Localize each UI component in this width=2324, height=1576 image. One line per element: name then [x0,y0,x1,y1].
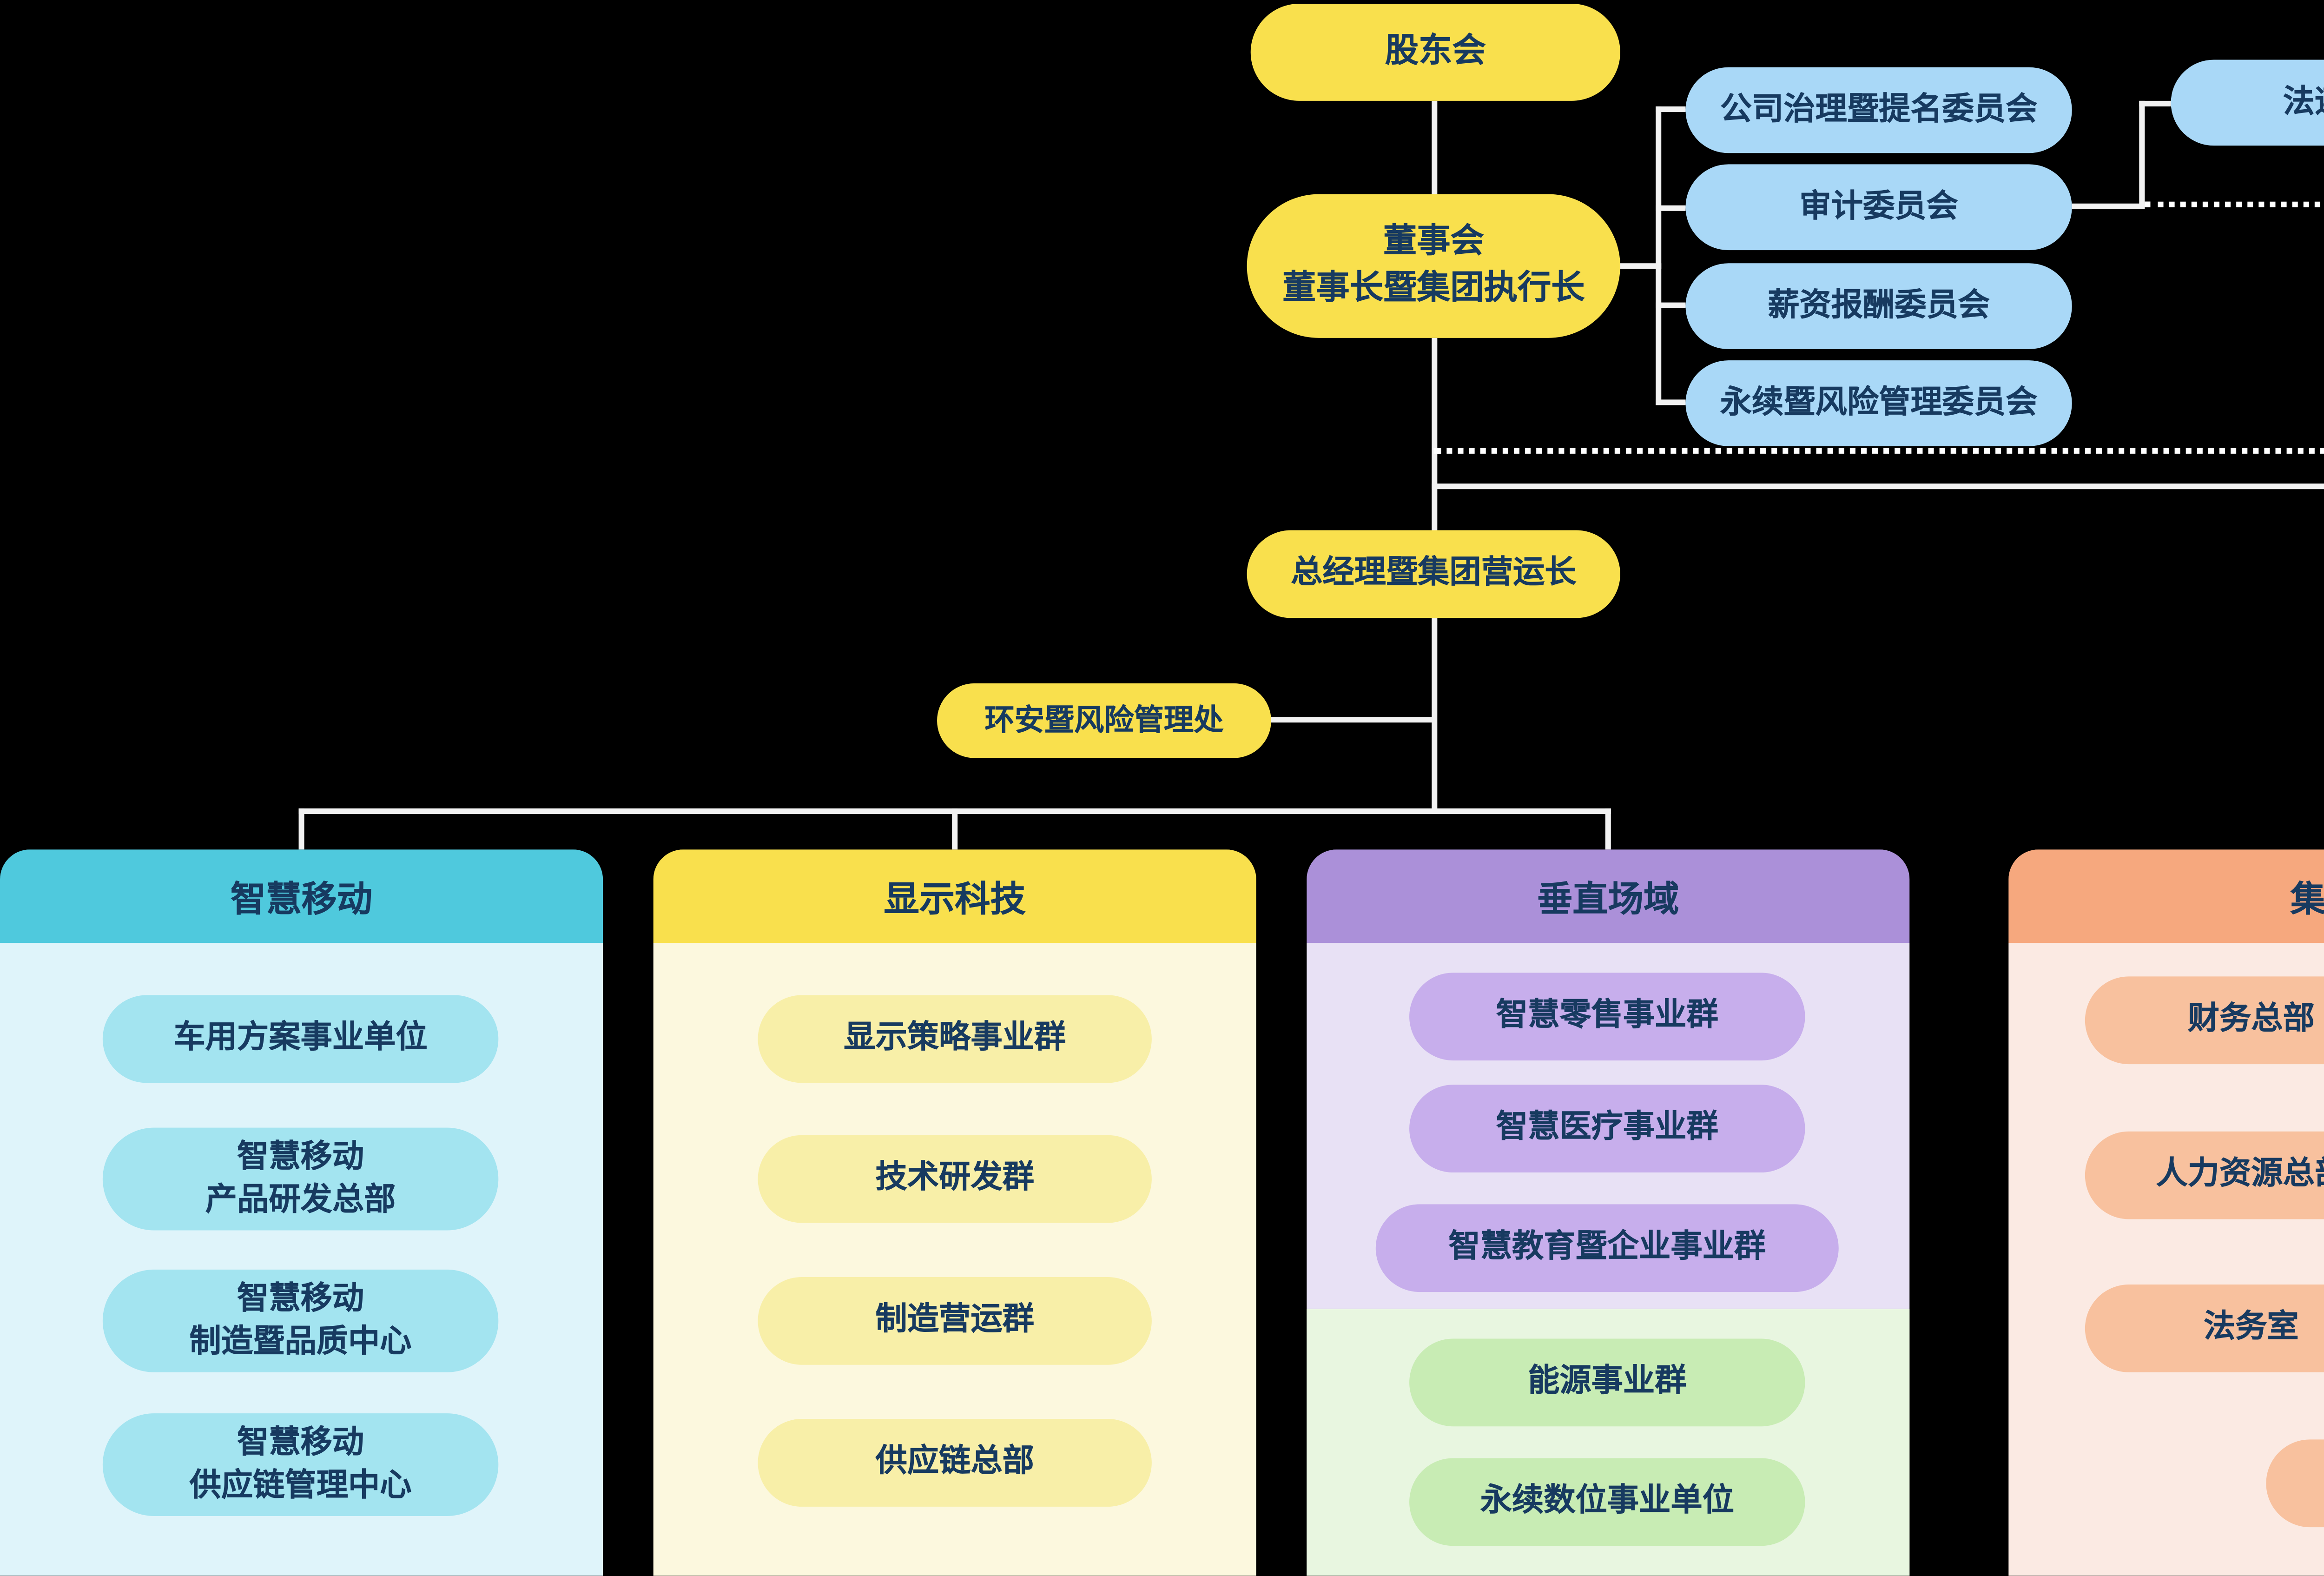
node-shareholders-meeting: 股东会 [1250,4,1620,101]
connector-committee-4-stub [1656,399,1686,405]
node-committee-governance-nomination: 公司治理暨提名委员会 [1685,67,2072,153]
node-supply-chain-hq: 供应链总部 [758,1419,1152,1507]
node-committee-compensation: 薪资报酬委员会 [1685,263,2072,349]
connector-shareholders-board [1432,100,1438,198]
connector-board-committees [1620,263,1662,269]
group-display-technology-title: 显示科技 [653,849,1256,943]
node-sm-manufacturing-quality-center: 智慧移动 制造暨品质中心 [102,1269,499,1372]
connector-committee-3-stub [1656,302,1686,308]
node-compliance-advisor: 法遵总顾问 [2171,60,2324,146]
dotted-advisor-board-horizontal [1433,448,2324,454]
connector-board-support-horizontal [1432,483,2324,490]
group-smart-mobility-title: 智慧移动 [0,849,603,943]
node-finance-hq: 财务总部 [2085,976,2324,1065]
node-display-strategy-bg: 显示策略事业群 [758,995,1152,1083]
connector-committees-bracket [1656,106,1662,405]
node-legal-office: 法务室 [2085,1285,2324,1372]
connector-board-president [1432,338,1438,532]
group-vertical-domains-title: 垂直场域 [1307,849,1910,943]
group-operations-support-title: 集团营运支援单位 [2008,849,2324,943]
node-automotive-solutions-bu: 车用方案事业单位 [102,995,499,1083]
node-sustainable-digital-bu: 永续数位事业单位 [1409,1458,1805,1546]
connector-audit-advisor-vertical [2139,100,2145,209]
node-tech-rd-group: 技术研发群 [758,1135,1152,1223]
connector-ehs-office [1271,717,1436,723]
node-sm-supply-chain-center: 智慧移动 供应链管理中心 [102,1413,499,1516]
node-president-coo: 总经理暨集团营运长 [1247,530,1620,618]
node-smart-education-enterprise-bg: 智慧教育暨企业事业群 [1375,1204,1839,1292]
node-ehs-risk-office: 环安暨风险管理处 [937,683,1271,758]
connector-stub-smart-mobility [298,808,304,850]
node-committee-audit: 审计委员会 [1685,164,2072,251]
connector-president-down [1432,618,1438,814]
connector-audit-stub [2072,203,2145,209]
connector-committee-2-stub [1656,205,1686,211]
node-smart-retail-bg: 智慧零售事业群 [1409,973,1805,1061]
connector-advisor-stub [2139,100,2171,106]
connector-stub-vertical-domains [1605,808,1611,850]
node-smart-medical-bg: 智慧医疗事业群 [1409,1085,1805,1173]
node-energy-bg: 能源事业群 [1409,1338,1805,1427]
connector-committee-1-stub [1656,106,1686,112]
node-hr-hq: 人力资源总部 [2085,1131,2324,1219]
dotted-audit-right-horizontal [2145,201,2324,207]
connector-stub-display-technology [952,808,958,850]
node-manufacturing-ops-group: 制造营运群 [758,1277,1152,1365]
node-board-of-directors: 董事会 董事长暨集团执行长 [1247,194,1620,338]
node-committee-sustainability-risk: 永续暨风险管理委员会 [1685,360,2072,446]
node-sm-product-rd-hq: 智慧移动 产品研发总部 [102,1127,499,1231]
